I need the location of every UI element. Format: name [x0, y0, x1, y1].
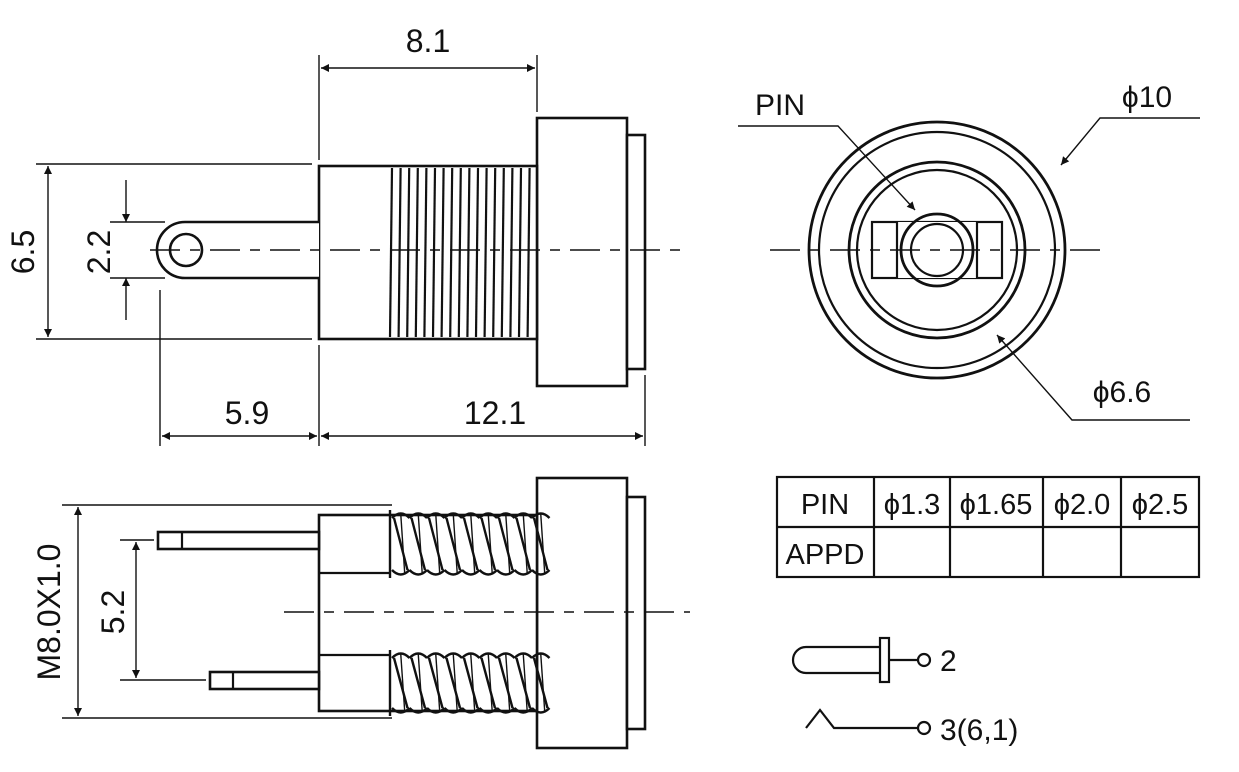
terminal-pin-upper [156, 530, 321, 551]
schematic: 2 3(6,1) [791, 636, 1018, 747]
thread-lines [388, 167, 531, 338]
label-pin: PIN [755, 89, 805, 122]
thread-band-lower [388, 650, 551, 716]
terminal-2-label: 2 [940, 645, 957, 678]
jack-body-bottom [317, 513, 539, 713]
dim-tab-length: 5.9 [225, 395, 269, 431]
label-inner-diameter: ϕ6.6 [1093, 376, 1152, 409]
terminal-pin-lower [208, 670, 321, 691]
dim-tab-height: 2.2 [81, 230, 117, 274]
terminal-3-label: 3(6,1) [940, 714, 1018, 747]
flange-lip-bottom [625, 495, 647, 731]
label-outer-diameter: ϕ10 [1122, 81, 1172, 114]
side-view-bottom: M8.0X1.0 5.2 [31, 476, 690, 750]
table-header-size: ϕ2.5 [1132, 489, 1189, 521]
jack-body [317, 164, 539, 341]
table-header-size: ϕ1.3 [884, 489, 941, 521]
pin-symbol [791, 645, 880, 675]
front-view: PIN ϕ10 ϕ6.6 [738, 81, 1200, 421]
dim-body-height: 6.5 [5, 230, 41, 274]
dim-overall-length: 12.1 [464, 395, 526, 431]
table-header-size: ϕ2.0 [1054, 489, 1111, 521]
dim-thread-spec: M8.0X1.0 [31, 544, 67, 681]
flange-lip [625, 133, 647, 371]
dim-pin-spacing: 5.2 [95, 590, 131, 634]
spring-contact-symbol [805, 708, 918, 730]
side-view-top: 8.1 6.5 2.2 5.9 12.1 [5, 23, 690, 446]
table-row-label: APPD [786, 539, 865, 571]
pin-size-table: PIN ϕ1.3 ϕ1.65 ϕ2.0 ϕ2.5 APPD [775, 475, 1201, 579]
table-header-size: ϕ1.65 [960, 489, 1033, 521]
table-header-pin: PIN [801, 489, 849, 521]
flange [535, 116, 629, 388]
flange-bottom [535, 476, 629, 750]
thread-band-upper [388, 510, 551, 578]
dim-body-length: 8.1 [406, 23, 450, 59]
